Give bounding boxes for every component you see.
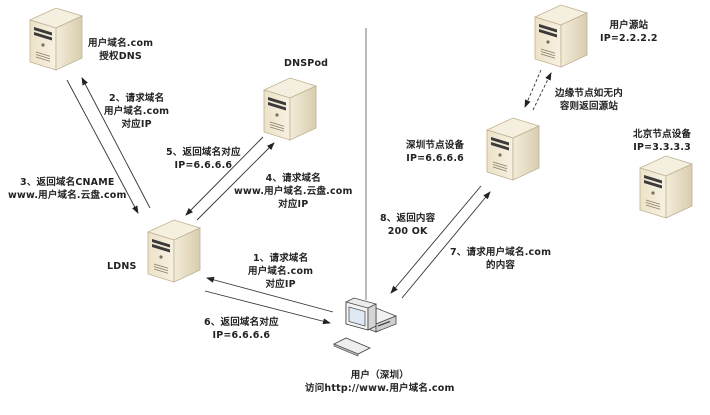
step-label-line: 容则返回源站 — [559, 101, 619, 112]
arrow-step-8 — [390, 185, 482, 294]
arrow-origin-down — [524, 69, 542, 108]
step-label-line: 8、返回内容 — [380, 213, 436, 224]
step-label-line: 2、请求域名 — [108, 93, 165, 104]
arrow-step-5 — [185, 136, 264, 216]
auth-dns-label-line: 用户域名.com — [88, 38, 154, 49]
step-3-label: 3、返回域名CNAME www.用户域名.云盘.com — [8, 176, 127, 202]
ldns-server-icon — [147, 219, 201, 283]
ldns-label: LDNS — [107, 260, 137, 273]
step-label-line: 3、返回域名CNAME — [20, 177, 115, 188]
step-label-line: 1、请求域名 — [252, 253, 309, 264]
arrow-step-3 — [66, 79, 139, 214]
dnspod-label: DNSPod — [284, 57, 328, 70]
arrow-origin-up — [532, 72, 552, 111]
step-label-line: 用户域名.com — [248, 266, 314, 277]
step-label-line: IP=6.6.6.6 — [212, 330, 271, 341]
user-label: 用户（深圳） 访问http://www.用户域名.com — [305, 369, 455, 395]
step-label-line: 用户域名.com — [104, 106, 170, 117]
step-label-line: 的内容 — [486, 260, 516, 271]
arrow-step-4 — [196, 142, 275, 221]
arrow-step-6 — [204, 290, 331, 325]
step-label-line: 200 OK — [387, 226, 428, 237]
arrow-step-2 — [81, 77, 151, 209]
origin-label-line: 用户源站 — [609, 20, 649, 31]
ldns-label-line: LDNS — [107, 261, 137, 272]
shenzhen-node-server-icon — [486, 117, 540, 181]
user-label-line: 用户（深圳） — [350, 370, 409, 381]
user-label-line: 访问http://www.用户域名.com — [305, 383, 455, 394]
auth-dns-server-icon — [29, 7, 83, 71]
step-label-line: IP=6.6.6.6 — [174, 160, 233, 171]
auth-dns-label: 用户域名.com 授权DNS — [88, 37, 153, 63]
arrow-step-7 — [401, 191, 491, 299]
step-4-label: 4、请求域名 www.用户域名.云盘.com 对应IP — [234, 172, 353, 211]
shenzhen-node-label-line: IP=6.6.6.6 — [406, 153, 464, 164]
user-computer-icon — [333, 297, 398, 357]
shenzhen-node-label-line: 深圳节点设备 — [406, 140, 465, 151]
step-label-line: 边缘节点如无内 — [555, 88, 623, 99]
beijing-node-server-icon — [639, 155, 693, 219]
shenzhen-node-label: 深圳节点设备 IP=6.6.6.6 — [406, 139, 464, 165]
origin-label: 用户源站 IP=2.2.2.2 — [600, 19, 658, 45]
origin-server-icon — [534, 4, 588, 68]
dnspod-server-icon — [263, 77, 317, 141]
step-8-label: 8、返回内容 200 OK — [380, 212, 435, 238]
step-label-line: 4、请求域名 — [265, 173, 321, 184]
step-label-line: 对应IP — [121, 119, 152, 130]
step-label-line: 对应IP — [265, 279, 296, 290]
step-label-line: 7、请求用户域名.com — [450, 247, 552, 258]
auth-dns-label-line: 授权DNS — [99, 51, 142, 62]
step-label-line: 对应IP — [278, 199, 309, 210]
arrow-step-1 — [206, 276, 334, 313]
origin-label-line: IP=2.2.2.2 — [600, 33, 658, 44]
step-label-line: www.用户域名.云盘.com — [234, 186, 353, 197]
dnspod-label-line: DNSPod — [284, 58, 329, 69]
step-5-label: 5、返回域名对应 IP=6.6.6.6 — [166, 146, 241, 172]
step-6-label: 6、返回域名对应 IP=6.6.6.6 — [204, 316, 279, 342]
step-label-line: 5、返回域名对应 — [166, 147, 241, 158]
beijing-node-label-line: 北京节点设备 — [633, 129, 692, 140]
step-1-label: 1、请求域名 用户域名.com 对应IP — [248, 252, 313, 291]
beijing-node-label: 北京节点设备 IP=3.3.3.3 — [633, 128, 691, 154]
step-label-line: www.用户域名.云盘.com — [8, 190, 127, 201]
origin-fallback-label: 边缘节点如无内 容则返回源站 — [555, 87, 623, 113]
beijing-node-label-line: IP=3.3.3.3 — [633, 142, 691, 153]
step-2-label: 2、请求域名 用户域名.com 对应IP — [104, 92, 169, 131]
step-label-line: 6、返回域名对应 — [204, 317, 279, 328]
step-7-label: 7、请求用户域名.com 的内容 — [450, 246, 551, 272]
